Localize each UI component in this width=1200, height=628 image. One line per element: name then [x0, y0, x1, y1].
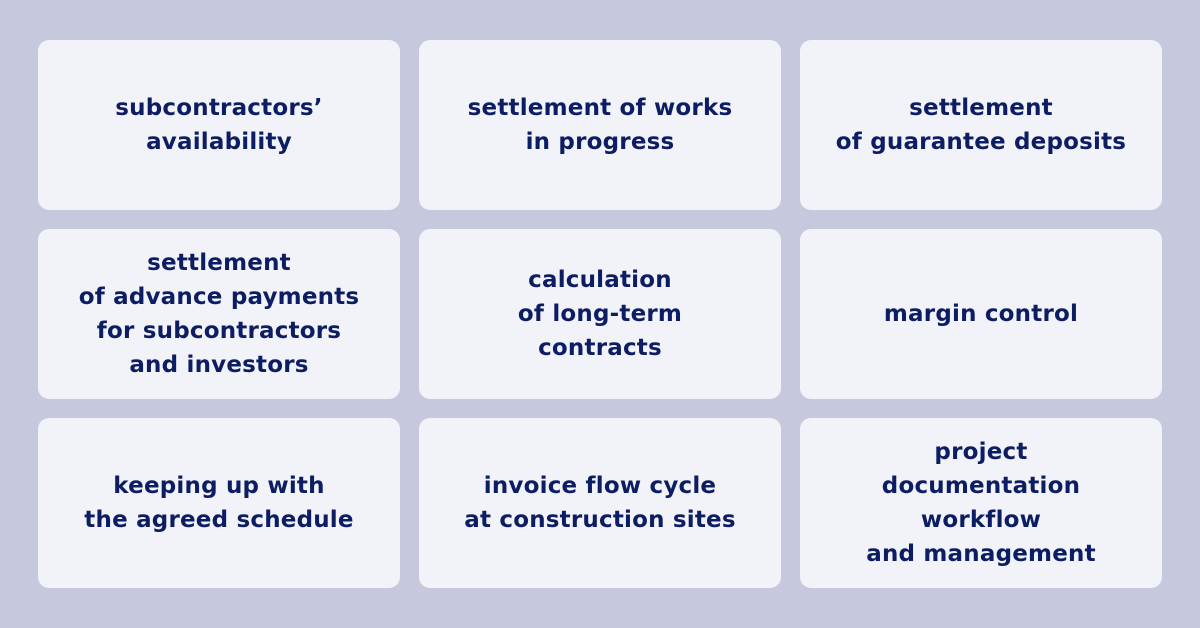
card-label: margin control	[883, 301, 1079, 327]
card-subcontractors-availability: subcontractors’ availability	[38, 40, 400, 210]
card-settlement-of-works: settlement of works in progress	[419, 40, 781, 210]
card-project-documentation: project documentation workflow and manag…	[800, 418, 1162, 588]
card-label: calculation of long-term contracts	[517, 267, 683, 361]
card-agreed-schedule: keeping up with the agreed schedule	[38, 418, 400, 588]
card-settlement-advance-payments: settlement of advance payments for subco…	[38, 229, 400, 399]
card-label: keeping up with the agreed schedule	[84, 473, 354, 533]
feature-grid: subcontractors’ availability settlement …	[38, 40, 1162, 588]
card-label: settlement of advance payments for subco…	[78, 250, 360, 378]
card-label: invoice flow cycle at construction sites	[464, 473, 736, 533]
card-label: settlement of works in progress	[467, 95, 733, 155]
card-invoice-flow-cycle: invoice flow cycle at construction sites	[419, 418, 781, 588]
card-label: settlement of guarantee deposits	[835, 95, 1127, 155]
card-margin-control: margin control	[800, 229, 1162, 399]
card-settlement-guarantee-deposits: settlement of guarantee deposits	[800, 40, 1162, 210]
card-label: project documentation workflow and manag…	[866, 439, 1096, 567]
card-calculation-long-term-contracts: calculation of long-term contracts	[419, 229, 781, 399]
card-label: subcontractors’ availability	[115, 95, 323, 155]
